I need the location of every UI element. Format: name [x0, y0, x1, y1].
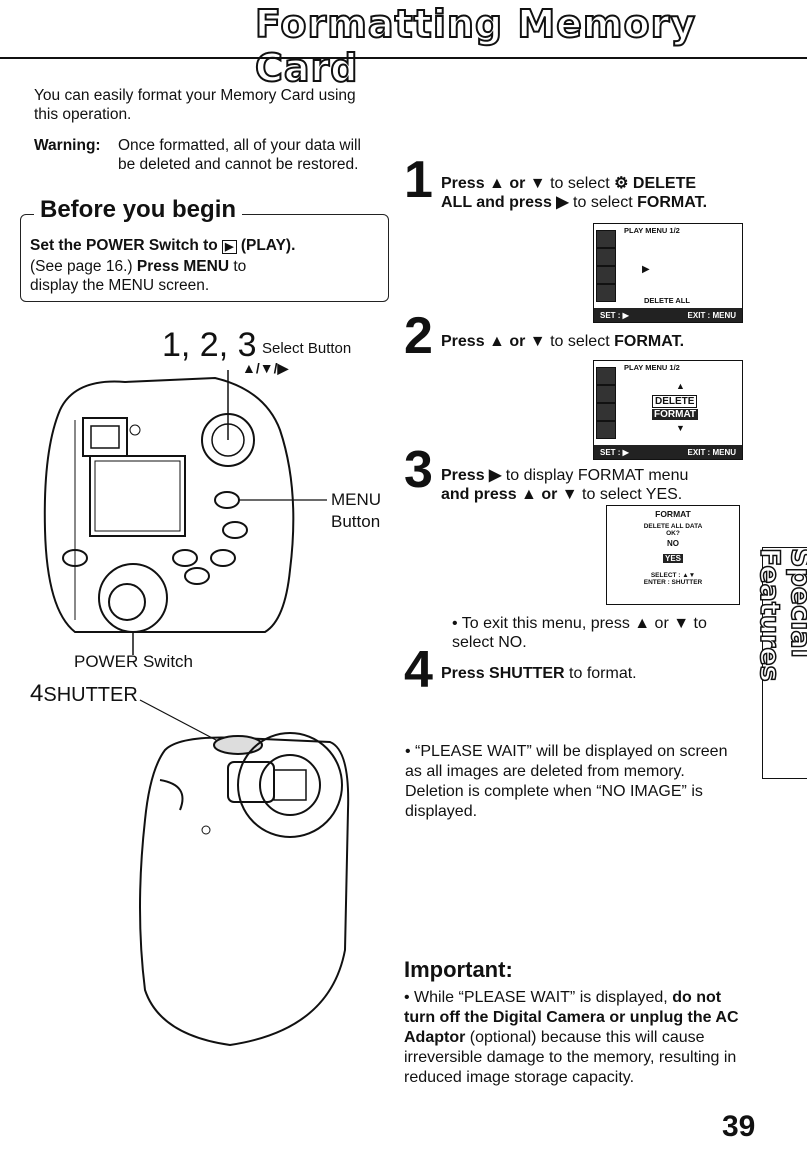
step-4-b: to format.: [569, 665, 637, 682]
step-3-d: to select YES.: [582, 486, 683, 503]
step-4-text: Press SHUTTER to format.: [441, 664, 761, 683]
step-1-b: to select: [550, 175, 610, 192]
s3-l5: YES: [662, 554, 683, 563]
s2-top: PLAY MENU 1/2: [624, 363, 680, 372]
step-1-text: Press ▲ or ▼ to select ⚙ DELETE ALL and …: [441, 174, 761, 212]
screen-2: PLAY MENU 1/2 ▲ DELETE FORMAT ▼ SET : ▶E…: [593, 360, 743, 460]
s1-bar-right: EXIT : MENU: [687, 310, 736, 320]
s3-l1: FORMAT: [655, 509, 691, 519]
important-t2: do not turn off the Digital Camera or un…: [404, 989, 739, 1046]
s2-bar-left: SET : ▶: [600, 447, 629, 457]
select-button-label: Select Button: [262, 340, 352, 357]
header-rule: [0, 57, 807, 59]
shutter-label: SHUTTER: [43, 684, 138, 706]
callout-steps: 1, 2, 3: [162, 326, 257, 364]
s2-opt1: DELETE: [652, 395, 698, 408]
before-line3: display the MENU screen.: [30, 277, 210, 294]
screen-3: FORMAT DELETE ALL DATA OK? NO YES SELECT…: [606, 505, 740, 605]
s1-top: PLAY MENU 1/2: [624, 226, 680, 235]
before-title: Before you begin: [34, 196, 243, 224]
step-3-a: Press ▶: [441, 467, 502, 484]
lens: [237, 732, 343, 838]
step-4-number: 4: [404, 641, 433, 699]
s1-bottom: DELETE ALL: [644, 296, 690, 305]
step-3-number: 3: [404, 441, 433, 499]
s3-l2: DELETE ALL DATA: [643, 523, 703, 530]
important-title: Important:: [404, 957, 513, 982]
before-line2c: to: [233, 258, 247, 275]
select-arrows: ▲/▼/▶: [242, 360, 289, 376]
s2-bar-right: EXIT : MENU: [687, 447, 736, 457]
exit-note: • To exit this menu, press ▲ or ▼ to sel…: [452, 615, 707, 651]
step-1-a: Press ▲ or ▼: [441, 175, 546, 192]
warning-text: Once formatted, all of your data will be…: [118, 137, 361, 173]
shutter-callout: 4SHUTTER: [30, 680, 138, 708]
step-2-text: Press ▲ or ▼ to select FORMAT.: [441, 332, 761, 351]
side-tab: Special Features: [754, 547, 807, 779]
important-t3: (optional) because this will cause irrev…: [404, 1029, 737, 1086]
wait-note: • “PLEASE WAIT” will be displayed on scr…: [405, 743, 728, 820]
step-1-f: FORMAT.: [637, 194, 708, 211]
s3-l3: OK?: [666, 530, 680, 537]
before-line1: Set the POWER Switch to: [30, 237, 218, 254]
before-line2b: Press MENU: [136, 258, 230, 275]
play-icon: ▶: [222, 240, 237, 254]
before-line2a: (See page 16.): [30, 258, 133, 275]
important-text: • While “PLEASE WAIT” is displayed, do n…: [404, 988, 744, 1088]
step-1-e: to select: [573, 194, 633, 211]
step-3-b: to display FORMAT menu: [505, 467, 689, 484]
step-4-a: Press SHUTTER: [441, 665, 565, 682]
s3-l7: ENTER : SHUTTER: [643, 579, 703, 586]
warning-label: Warning:: [34, 137, 101, 154]
step-1-number: 1: [404, 151, 433, 209]
menu-button: [214, 491, 240, 509]
s3-l4: NO: [667, 539, 679, 548]
step-2-c: FORMAT.: [614, 333, 685, 350]
shutter-button: [213, 735, 263, 755]
s1-bar-left: SET : ▶: [600, 310, 629, 320]
screen-1: PLAY MENU 1/2 ▶ DELETE ALL SET : ▶ EXIT :…: [593, 223, 743, 323]
shutter-step: 4: [30, 680, 44, 707]
page-number: 39: [722, 1110, 756, 1143]
before-text: Set the POWER Switch to ▶ (PLAY). (See p…: [30, 236, 380, 295]
step-2-b: to select: [550, 333, 610, 350]
s2-opt2: FORMAT: [652, 409, 699, 420]
camera-back-illustration: [43, 370, 327, 655]
s1-arrow-icon: ▶: [642, 264, 650, 275]
lcd-screen: [89, 455, 186, 537]
power-switch-label: POWER Switch: [74, 652, 194, 671]
intro-text: You can easily format your Memory Card u…: [34, 87, 356, 123]
step-2-a: Press ▲ or ▼: [441, 333, 546, 350]
side-tab-text: Special Features: [754, 547, 807, 682]
step-1-d: ALL and press ▶: [441, 194, 569, 211]
viewfinder: [82, 417, 128, 457]
step-3-c: and press ▲ or ▼: [441, 486, 578, 503]
step-3-text: Press ▶ to display FORMAT menu and press…: [441, 466, 761, 504]
before-line1-end: (PLAY).: [240, 237, 296, 254]
menu-label-2: Button: [331, 512, 381, 531]
step-2-number: 2: [404, 307, 433, 365]
delete-all-icon: ⚙: [614, 175, 629, 192]
important-t1: • While “PLEASE WAIT” is displayed,: [404, 989, 668, 1006]
step-1-c: DELETE: [632, 175, 697, 192]
page-title: Formatting Memory Card: [254, 1, 697, 91]
s3-l6: SELECT : ▲▼: [650, 572, 696, 579]
menu-label: MENU: [331, 490, 382, 509]
camera-front-illustration: [139, 699, 350, 1047]
